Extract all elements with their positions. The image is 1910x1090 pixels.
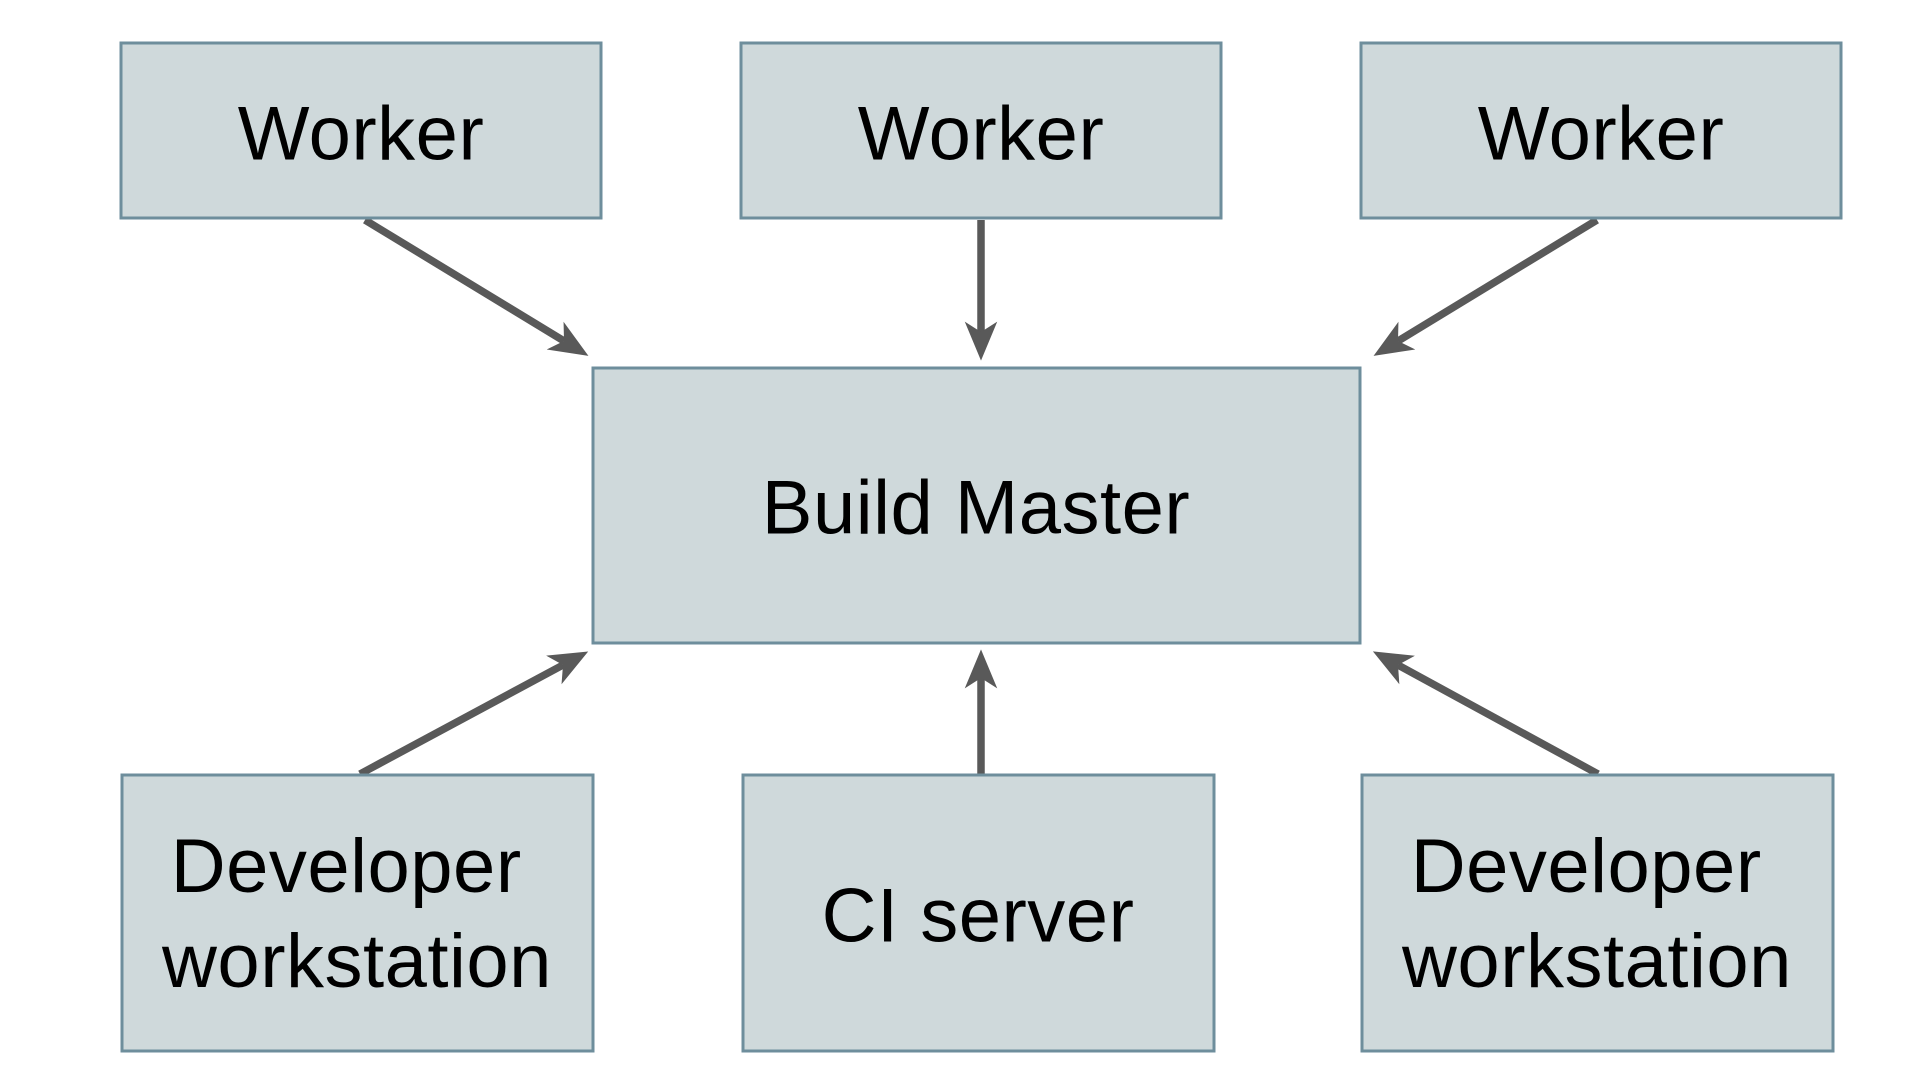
- node-worker-center-box: [739, 41, 1223, 220]
- node-ci-server-box: [741, 773, 1216, 1053]
- node-developer-workstation-left-line1: Developer: [171, 824, 522, 909]
- node-developer-workstation-right-box: [1360, 773, 1835, 1053]
- node-worker-center: Worker: [739, 41, 1223, 220]
- node-developer-workstation-left-box: [120, 773, 595, 1053]
- arrow-worker-left-to-build-master: [363, 216, 589, 356]
- node-worker-center-label: Worker: [858, 92, 1105, 177]
- node-worker-right-label: Worker: [1478, 92, 1725, 177]
- node-ci-server-label: CI server: [822, 874, 1135, 959]
- node-developer-workstation-left-label: Developer workstation: [161, 824, 552, 1004]
- node-developer-workstation-right-line2: workstation: [1401, 919, 1792, 1004]
- node-build-master-box: [591, 366, 1362, 645]
- arrow-developer-workstation-right-to-build-master: [1372, 651, 1600, 778]
- node-worker-left: Worker: [119, 41, 603, 220]
- arrow-developer-workstation-left-to-build-master: [358, 651, 589, 778]
- node-worker-right-box: [1359, 41, 1843, 220]
- node-developer-workstation-left: Developer workstation: [120, 773, 595, 1053]
- node-developer-workstation-right-label: Developer workstation: [1401, 824, 1792, 1004]
- node-worker-right: Worker: [1359, 41, 1843, 220]
- node-developer-workstation-right-line1: Developer: [1411, 824, 1762, 909]
- edges: [358, 216, 1600, 778]
- node-worker-left-box: [119, 41, 603, 220]
- node-build-master-label: Build Master: [762, 466, 1190, 551]
- node-worker-left-label: Worker: [238, 92, 485, 177]
- node-build-master: Build Master: [591, 366, 1362, 645]
- arrow-worker-right-to-build-master: [1373, 216, 1599, 356]
- node-developer-workstation-left-line2: workstation: [161, 919, 552, 1004]
- node-ci-server: CI server: [741, 773, 1216, 1053]
- node-developer-workstation-right: Developer workstation: [1360, 773, 1835, 1053]
